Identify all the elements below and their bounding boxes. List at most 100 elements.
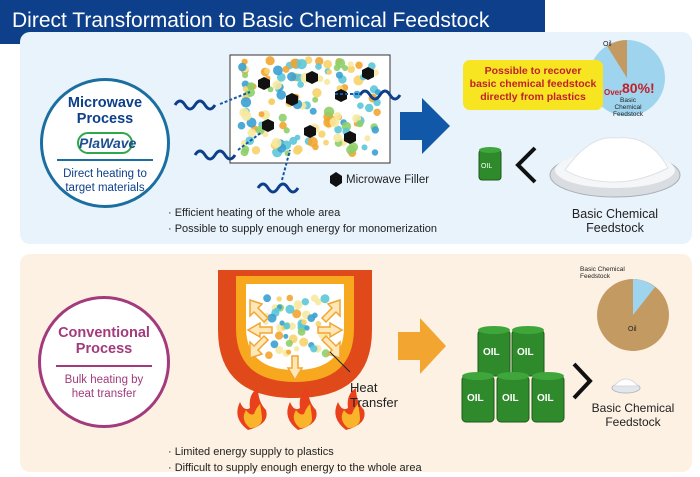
plastic-particle — [316, 75, 324, 83]
microwave-reactor — [229, 54, 391, 164]
plastic-particle — [267, 313, 277, 323]
plastic-particle — [329, 117, 340, 128]
microwave-wave-icon — [173, 99, 217, 111]
process-arrow-icon — [400, 98, 450, 154]
plastic-particle — [275, 331, 284, 340]
plastic-particle — [335, 58, 346, 69]
plastic-particle — [321, 349, 330, 358]
plastic-particle — [278, 113, 287, 122]
plastic-particle — [304, 56, 313, 64]
plastic-particle — [283, 127, 290, 134]
plastic-particle — [289, 136, 298, 145]
plastic-particle — [241, 110, 252, 121]
product-label-line: Basic Chemical — [571, 207, 659, 221]
plastic-particle — [285, 339, 293, 347]
plastic-particle — [307, 314, 316, 322]
plastic-particle — [293, 346, 300, 352]
callout-line: Possible to recover — [484, 65, 582, 77]
badge-divider — [57, 159, 153, 161]
oil-drum-lid — [532, 372, 564, 380]
plastic-particle — [272, 80, 282, 90]
callout-line: basic chemical feedstock — [469, 78, 597, 90]
plastic-particle — [323, 106, 335, 118]
plastic-particle — [267, 86, 274, 93]
product-label-line: Basic Chemical — [591, 401, 675, 415]
plastic-particle — [326, 69, 333, 75]
conventional-process-badge: Conventional Process Bulk heating by hea… — [38, 296, 170, 428]
plastic-particle — [276, 296, 282, 302]
plastic-particle — [309, 107, 317, 115]
pie-feedstock-label-line: Basic Chemical — [580, 266, 625, 273]
plastic-particle — [334, 125, 342, 134]
plastic-particle — [301, 298, 309, 306]
plastic-particle — [246, 117, 257, 128]
microwave-filler-particle — [286, 93, 298, 106]
plastic-particle — [346, 145, 356, 155]
plastic-particle — [265, 351, 273, 360]
plastic-particle — [242, 72, 249, 79]
oil-drum-label: OIL — [502, 393, 519, 404]
plastic-particle — [274, 307, 280, 314]
badge-divider — [56, 365, 152, 367]
badge-title-line: Microwave — [67, 95, 143, 111]
badge-description: Direct heating to target materials — [43, 167, 167, 195]
plastic-particle — [279, 121, 287, 130]
badge-description: Bulk heating by heat transfer — [41, 373, 167, 401]
bullet-item: · Efficient heating of the whole area — [168, 207, 341, 219]
plastic-particle — [251, 146, 261, 155]
plastic-particle — [273, 65, 283, 76]
wave-direction-arrows — [219, 91, 358, 181]
microwave-filler-particle — [258, 77, 270, 90]
plastic-particle — [276, 90, 287, 100]
plastic-particle — [288, 322, 296, 331]
plastic-particle — [304, 325, 310, 331]
plastic-particle — [324, 78, 331, 85]
callout-line: directly from plastics — [480, 91, 586, 103]
plastic-particle — [265, 56, 275, 66]
plastic-particle — [371, 149, 379, 156]
plastic-particle — [357, 102, 364, 109]
pie-oil-label: Oil — [603, 41, 612, 48]
badge-title: Conventional Process — [41, 325, 167, 357]
microwave-filler-particle — [262, 119, 274, 132]
process-arrow-orange-icon — [398, 318, 446, 374]
microwave-wave-icons — [173, 89, 402, 194]
microwave-filler-particle — [306, 71, 318, 84]
oil-drum-lid — [512, 326, 544, 334]
pie-oil-label: Oil — [628, 326, 637, 333]
plastic-particle — [282, 65, 290, 73]
heat-transfer-label: Heat Transfer — [350, 380, 398, 410]
badge-title-line: Process — [75, 341, 133, 357]
plastic-particle — [373, 108, 381, 117]
pie-feedstock-label-line: Feedstock — [613, 111, 643, 118]
pie-feedstock-label-line: Feedstock — [580, 273, 610, 280]
plastic-particle — [301, 319, 307, 325]
plastic-particle — [275, 346, 284, 355]
badge-title-line: Process — [76, 111, 134, 127]
oil-drum-label: OIL — [481, 163, 493, 170]
plastic-particle — [240, 97, 252, 108]
plastic-particle — [315, 63, 322, 70]
badge-desc-line: target materials — [65, 181, 145, 194]
plastic-particle — [258, 111, 265, 118]
pie-over-label: Over — [604, 88, 623, 97]
flame-icon — [287, 388, 317, 430]
plastic-particle — [296, 59, 307, 70]
plastic-particle — [323, 59, 333, 69]
plastic-particle — [307, 136, 318, 148]
plastic-particle — [310, 345, 318, 353]
plastic-particle — [356, 120, 364, 128]
plastic-particle — [283, 333, 289, 339]
plastic-particle — [312, 96, 319, 103]
plastic-particle — [333, 133, 342, 143]
oil-drum-lid — [478, 326, 510, 334]
plastic-particle — [286, 349, 292, 355]
plastic-particle — [247, 128, 256, 138]
product-label-line: Feedstock — [605, 415, 661, 429]
plastic-particle — [320, 294, 330, 304]
recovery-callout: Possible to recover basic chemical feeds… — [463, 60, 603, 110]
microwave-filler-particle — [335, 89, 347, 102]
plastic-particle — [299, 337, 309, 347]
oil-drum-label: OIL — [483, 347, 500, 358]
flame-icon — [237, 388, 267, 430]
